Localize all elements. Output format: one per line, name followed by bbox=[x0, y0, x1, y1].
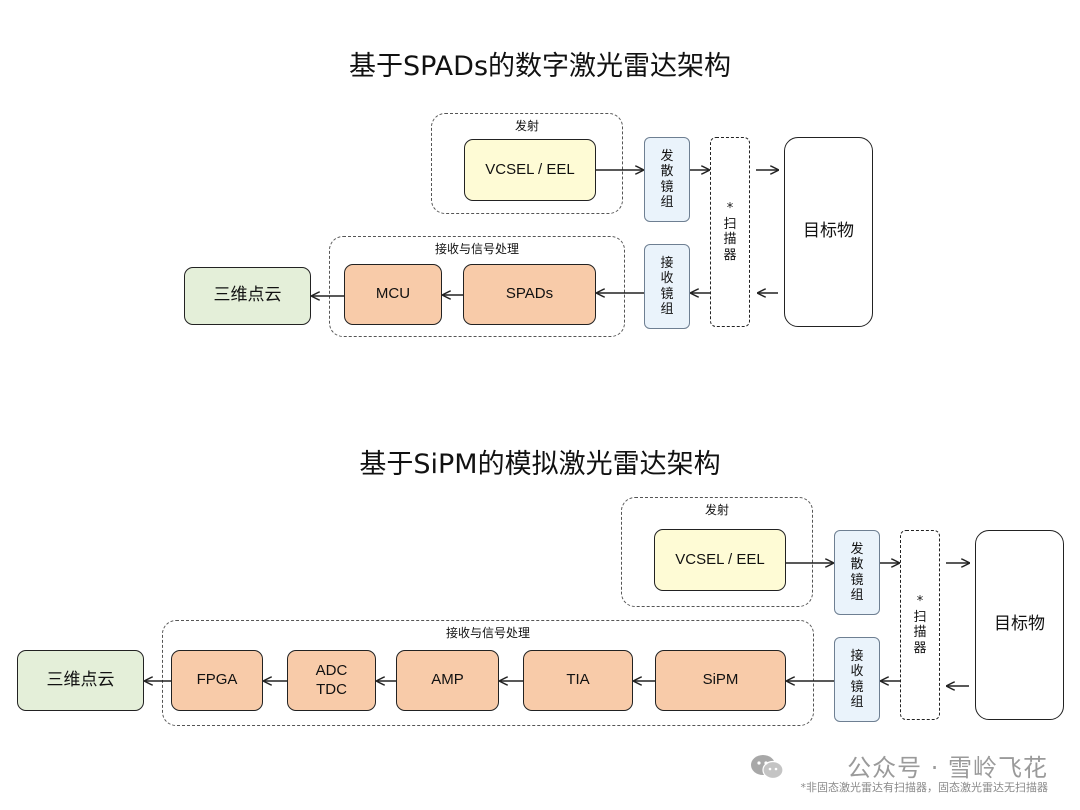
diagram1-pointcloud-box: 三维点云 bbox=[184, 267, 311, 325]
vertical-char: 组 bbox=[850, 695, 864, 710]
vertical-char: 扫 bbox=[723, 216, 737, 232]
vertical-char: 收 bbox=[660, 271, 674, 286]
diagram1-tx-lens: 发散镜组 bbox=[644, 137, 690, 222]
diagram2-target-box: 目标物 bbox=[975, 530, 1064, 720]
diagram2-amp-box: AMP bbox=[396, 650, 499, 711]
vertical-char: * bbox=[726, 201, 734, 216]
vertical-char: * bbox=[916, 594, 924, 609]
diagram2-receive-group: 接收与信号处理 bbox=[162, 620, 814, 726]
diagram2-rx-lens-label: 接收镜组 bbox=[850, 649, 863, 711]
vertical-char: 收 bbox=[850, 664, 864, 679]
diagram2-adc-tdc-box: ADC TDC bbox=[287, 650, 376, 711]
vertical-char: 镜 bbox=[660, 179, 674, 195]
diagram2-tx-lens-label: 发散镜组 bbox=[850, 542, 863, 604]
diagram2-tia-box: TIA bbox=[523, 650, 633, 711]
diagram2-scanner: *扫描器 bbox=[900, 530, 940, 720]
vertical-char: 发 bbox=[850, 541, 864, 557]
vertical-char: 描 bbox=[913, 625, 927, 640]
diagram1-mcu-box: MCU bbox=[344, 264, 442, 325]
diagram2-title: 基于SiPM的模拟激光雷达架构 bbox=[359, 449, 721, 480]
vertical-char: 发 bbox=[660, 148, 674, 164]
diagram1-tx-lens-label: 发散镜组 bbox=[660, 149, 673, 211]
vertical-char: 组 bbox=[850, 588, 864, 603]
diagram1-title: 基于SPADs的数字激光雷达架构 bbox=[348, 51, 732, 82]
diagram1-receive-label: 接收与信号处理 bbox=[434, 242, 519, 256]
diagram2-tx-lens: 发散镜组 bbox=[834, 530, 880, 615]
vertical-char: 扫 bbox=[913, 609, 927, 625]
diagram2-receive-label: 接收与信号处理 bbox=[445, 626, 530, 640]
diagram2-scanner-label: *扫描器 bbox=[913, 594, 926, 656]
diagram2-pointcloud-box: 三维点云 bbox=[17, 650, 144, 711]
diagram2-fpga-box: FPGA bbox=[171, 650, 263, 711]
wechat-icon bbox=[751, 755, 784, 780]
vertical-char: 组 bbox=[660, 302, 674, 317]
vertical-char: 镜 bbox=[850, 679, 864, 695]
diagram1-transmit-label: 发射 bbox=[514, 119, 539, 133]
vertical-char: 镜 bbox=[850, 572, 864, 588]
vertical-char: 组 bbox=[660, 195, 674, 210]
vertical-char: 器 bbox=[913, 640, 927, 656]
diagram2-rx-lens: 接收镜组 bbox=[834, 637, 880, 722]
diagram1-rx-lens: 接收镜组 bbox=[644, 244, 690, 329]
vertical-char: 接 bbox=[850, 648, 864, 664]
diagram1-spads-box: SPADs bbox=[463, 264, 596, 325]
scanner-footnote: *非固态激光雷达有扫描器，固态激光雷达无扫描器 bbox=[800, 781, 1049, 794]
diagram1-laser-box: VCSEL / EEL bbox=[464, 139, 596, 201]
diagram1-rx-lens-label: 接收镜组 bbox=[660, 256, 673, 318]
watermark-text: 公众号 · 雪岭飞花 bbox=[847, 754, 1048, 782]
diagram1-target-box: 目标物 bbox=[784, 137, 873, 327]
diagram2-sipm-box: SiPM bbox=[655, 650, 786, 711]
vertical-char: 器 bbox=[723, 247, 737, 263]
diagram1-transmit-group: 发射 bbox=[431, 113, 623, 214]
vertical-char: 接 bbox=[660, 255, 674, 271]
vertical-char: 散 bbox=[850, 557, 864, 572]
diagram2-transmit-group: 发射 bbox=[621, 497, 813, 607]
diagram1-receive-group: 接收与信号处理 bbox=[329, 236, 625, 337]
diagram2-laser-box: VCSEL / EEL bbox=[654, 529, 786, 591]
diagram1-scanner: *扫描器 bbox=[710, 137, 750, 327]
vertical-char: 散 bbox=[660, 164, 674, 179]
vertical-char: 镜 bbox=[660, 286, 674, 302]
vertical-char: 描 bbox=[723, 232, 737, 247]
diagram1-scanner-label: *扫描器 bbox=[723, 201, 736, 263]
diagram2-transmit-label: 发射 bbox=[704, 503, 729, 517]
